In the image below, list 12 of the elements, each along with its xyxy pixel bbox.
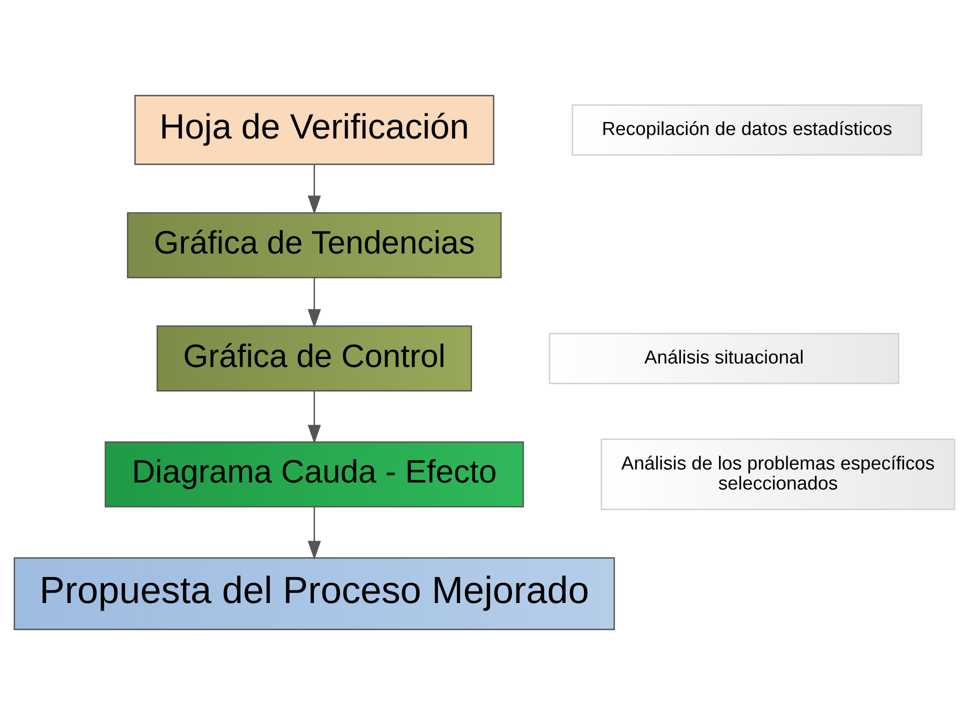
- arrow: [307, 278, 320, 328]
- node-box: Propuesta del Proceso Mejorado: [13, 557, 614, 630]
- node-box: Gráfica de Tendencias: [126, 212, 502, 278]
- node-box: Diagrama Cauda - Efecto: [104, 441, 524, 508]
- arrow: [307, 391, 320, 444]
- arrow: [307, 506, 320, 560]
- node-box: Recopilación de datos estadísticos: [571, 104, 922, 156]
- arrow: [307, 164, 320, 215]
- node-box: Análisis situacional: [548, 332, 899, 384]
- node-box: Análisis de los problemas específicos seleccionados: [600, 438, 955, 510]
- node-box: Gráfica de Control: [156, 325, 472, 392]
- node-box: Hoja de Verificación: [134, 94, 494, 166]
